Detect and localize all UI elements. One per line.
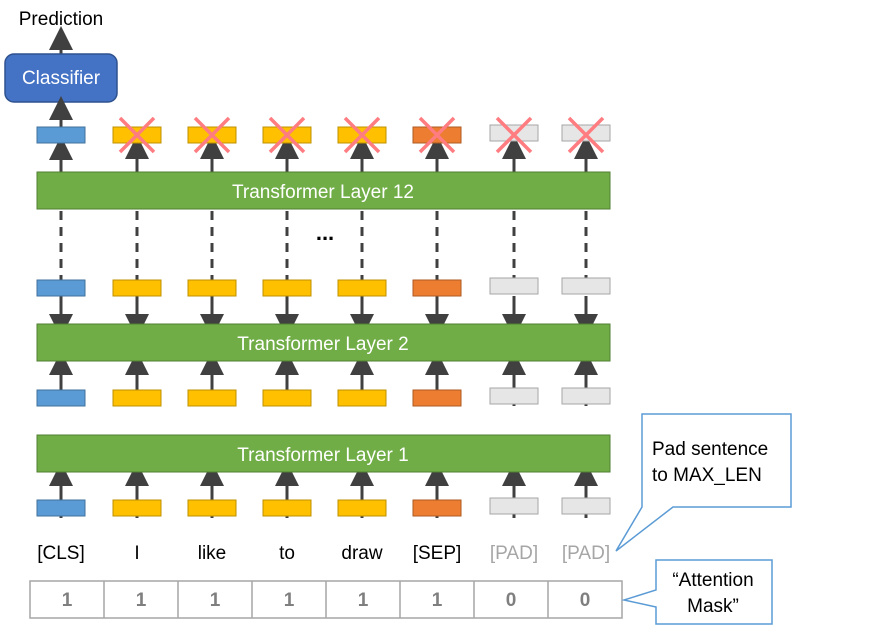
layer2-input-cls-box: [36, 389, 86, 407]
layer12-input-pad-box: [561, 277, 611, 295]
transformer-layer-1: Transformer Layer 1: [36, 434, 611, 473]
token-label: [SEP]: [413, 543, 462, 564]
embedding-sep-box: [412, 499, 462, 517]
token-label: [PAD]: [562, 543, 610, 564]
token-label: like: [198, 543, 227, 564]
layer12-input-word-box: [262, 279, 312, 297]
masked-output-cross-icon: [118, 116, 156, 154]
layer-2-label: Transformer Layer 2: [237, 334, 408, 355]
mask-value: 1: [284, 590, 295, 611]
layer12-input-sep-box: [412, 279, 462, 297]
token-label: draw: [341, 543, 382, 564]
layer2-input-word-box: [187, 389, 237, 407]
token-label: to: [279, 543, 295, 564]
layer2-input-pad-box: [561, 387, 611, 405]
layer2-input-sep-box: [412, 389, 462, 407]
layer12-input-word-box: [112, 279, 162, 297]
layer12-input-cls-box: [36, 279, 86, 297]
layer2-input-pad-box: [489, 387, 539, 405]
layer-12-label: Transformer Layer 12: [232, 182, 414, 203]
token-embedding-boxes: [36, 124, 611, 517]
mask-value: 1: [358, 590, 369, 611]
layer12-input-word-box: [187, 279, 237, 297]
prediction-label: Prediction: [19, 9, 104, 30]
classifier-label: Classifier: [22, 68, 101, 89]
attention-mask-table: 1 1 1 1 1 1 0 0: [29, 580, 623, 619]
embedding-word-box: [112, 499, 162, 517]
output-cls-box: [36, 126, 86, 144]
token-label: [PAD]: [490, 543, 538, 564]
embedding-cls-box: [36, 499, 86, 517]
layer-1-label: Transformer Layer 1: [237, 445, 408, 466]
embedding-word-box: [337, 499, 387, 517]
mask-value: 0: [580, 590, 591, 611]
transformer-layer-2: Transformer Layer 2: [36, 323, 611, 362]
masked-output-cross-icon: [418, 116, 456, 154]
masked-output-cross-icon: [495, 116, 533, 154]
masked-output-cross-icon: [268, 116, 306, 154]
embedding-word-box: [187, 499, 237, 517]
token-label: I: [134, 543, 139, 564]
layer12-input-word-box: [337, 279, 387, 297]
layer12-input-pad-box: [489, 277, 539, 295]
transformer-layer-12: Transformer Layer 12: [36, 171, 611, 210]
layer2-input-word-box: [262, 389, 312, 407]
layer2-input-word-box: [112, 389, 162, 407]
embedding-pad-box: [561, 497, 611, 515]
embedding-word-box: [262, 499, 312, 517]
token-label: [CLS]: [37, 543, 85, 564]
layers-ellipsis: ...: [316, 220, 334, 245]
mask-value: 1: [136, 590, 147, 611]
masked-output-crosses: [118, 116, 605, 154]
embedding-pad-box: [489, 497, 539, 515]
classifier-box: Classifier: [4, 53, 118, 103]
layer2-input-word-box: [337, 389, 387, 407]
masked-output-cross-icon: [567, 116, 605, 154]
mask-value: 1: [432, 590, 443, 611]
mask-value: 1: [210, 590, 221, 611]
masked-output-cross-icon: [343, 116, 381, 154]
mask-value: 0: [506, 590, 517, 611]
mask-value: 1: [62, 590, 73, 611]
masked-output-cross-icon: [193, 116, 231, 154]
